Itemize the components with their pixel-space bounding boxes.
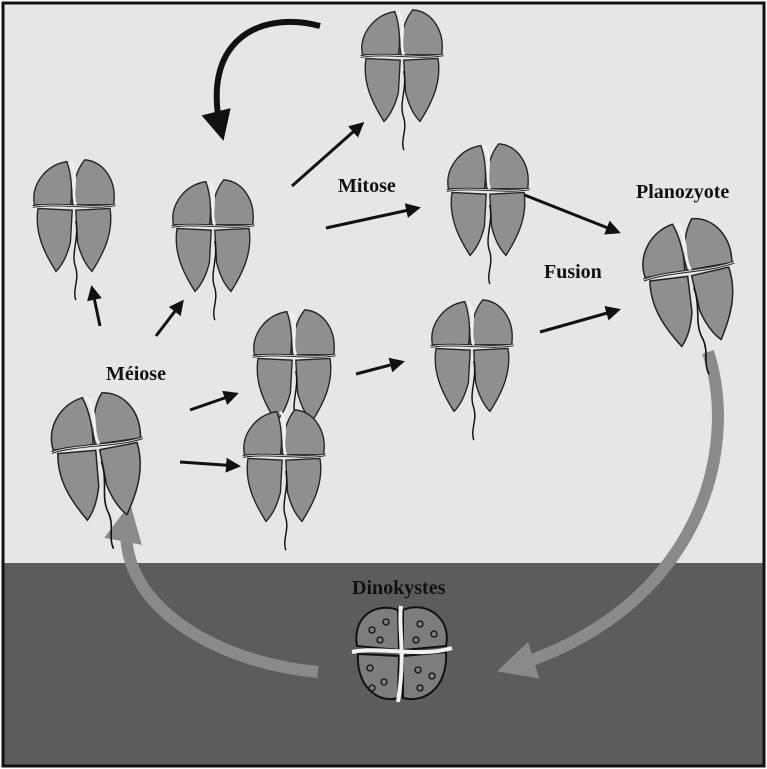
label-planozyote: Planozyote [636,181,729,203]
label-fusion: Fusion [544,261,602,283]
label-meiose: Méiose [106,363,166,385]
dinocyst [352,606,452,702]
label-dinokystes: Dinokystes [352,577,446,599]
label-mitose: Mitose [338,175,396,197]
